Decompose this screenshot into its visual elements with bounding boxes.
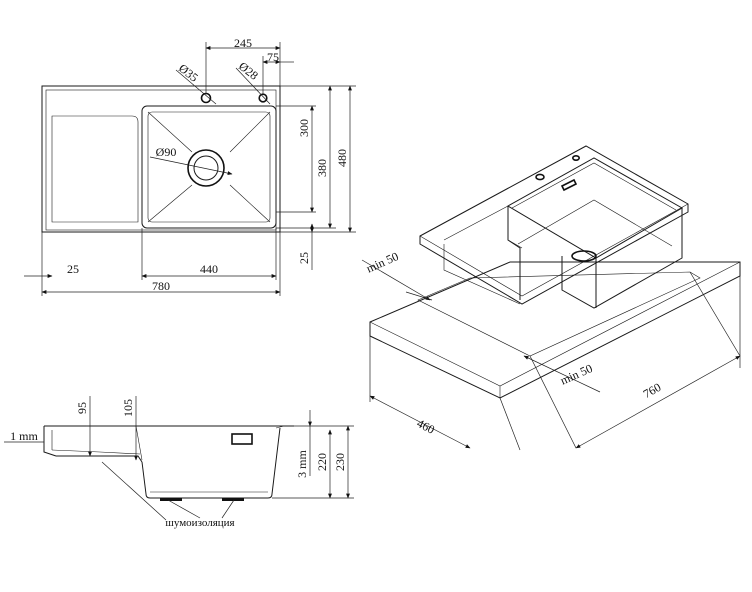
bowl-profile	[141, 427, 281, 499]
label-95: 95	[75, 402, 89, 414]
label-75: 75	[267, 50, 279, 64]
sink-rim-edge	[419, 203, 689, 297]
label-380: 380	[315, 159, 329, 177]
leader-phi35	[175, 69, 217, 105]
dim-line-460	[369, 395, 471, 449]
leader-noise-3	[221, 499, 235, 519]
label-220: 220	[315, 453, 329, 471]
label-230: 230	[333, 453, 347, 471]
label-1mm: 1 mm	[10, 429, 38, 443]
countertop-cutout	[417, 271, 701, 357]
top-view: 245 75 Ø35 Ø28 Ø90 300 380 480 25 25 440…	[24, 36, 356, 296]
drainboard-underside	[443, 244, 521, 305]
deck-left-edge	[43, 426, 57, 457]
drainboard	[51, 115, 139, 223]
label-noise-insulation: шумоизоляция	[165, 517, 234, 529]
leader-phi28	[235, 67, 271, 105]
side-view: 1 mm 95 105 3 mm 220 230 шумоизоляция	[4, 396, 354, 529]
dim-line-phi90	[149, 156, 233, 176]
label-300: 300	[297, 119, 311, 137]
bowl-outer	[141, 105, 277, 229]
countertop	[369, 261, 741, 399]
label-480: 480	[335, 149, 349, 167]
label-25-left: 25	[67, 262, 79, 276]
bowl-inner	[147, 111, 271, 223]
tap-hole-iso-icon	[535, 173, 545, 181]
leader-min50-bottom	[523, 355, 601, 393]
label-phi35: Ø35	[176, 61, 201, 85]
drainboard-slope	[51, 449, 141, 455]
bowl-left-wall	[507, 206, 521, 300]
drainboard-profile	[56, 455, 143, 463]
ext-line	[499, 397, 521, 451]
iso-view: min 50 min 50 460 760	[361, 145, 741, 451]
label-245: 245	[234, 36, 252, 50]
label-440: 440	[200, 262, 218, 276]
sink-rim-plate	[419, 145, 689, 305]
leader-noise-1	[101, 461, 167, 521]
sink-outline	[41, 85, 281, 233]
drain-iso-icon	[571, 250, 597, 262]
label-25-right: 25	[297, 252, 311, 264]
label-min50-bottom: min 50	[558, 361, 594, 387]
label-760: 760	[641, 380, 664, 401]
noise-pad-icon	[160, 498, 182, 501]
label-460: 460	[415, 416, 437, 437]
drain-inner-icon	[193, 155, 219, 181]
dim-line-760	[575, 355, 741, 449]
bowl-opening	[506, 157, 684, 259]
bowl-rim-profile	[135, 425, 285, 461]
label-phi90: Ø90	[156, 145, 177, 159]
label-105: 105	[121, 399, 135, 417]
bowl-inner-rim	[511, 162, 677, 211]
drain-ring-icon	[187, 149, 225, 187]
bowl-right-wall	[561, 208, 683, 309]
overflow-slot-icon	[231, 433, 253, 445]
leader-noise-2	[167, 499, 201, 519]
countertop-edge	[369, 261, 741, 387]
bowl-slope-lines	[147, 111, 271, 223]
leader-min50-top	[361, 259, 431, 301]
label-phi28: Ø28	[236, 59, 261, 83]
label-3mm: 3 mm	[295, 450, 309, 478]
sink-rim	[45, 89, 277, 231]
label-780: 780	[152, 279, 170, 293]
bowl-bottom	[517, 199, 673, 247]
min50-tick	[405, 291, 433, 301]
tap-hole-small-iso-icon	[571, 155, 580, 162]
noise-pad-icon	[222, 498, 244, 501]
tap-hole-small-icon	[258, 93, 268, 103]
leader-corner	[529, 355, 577, 449]
leader-back	[689, 271, 741, 357]
overflow-iso-icon	[560, 178, 578, 192]
